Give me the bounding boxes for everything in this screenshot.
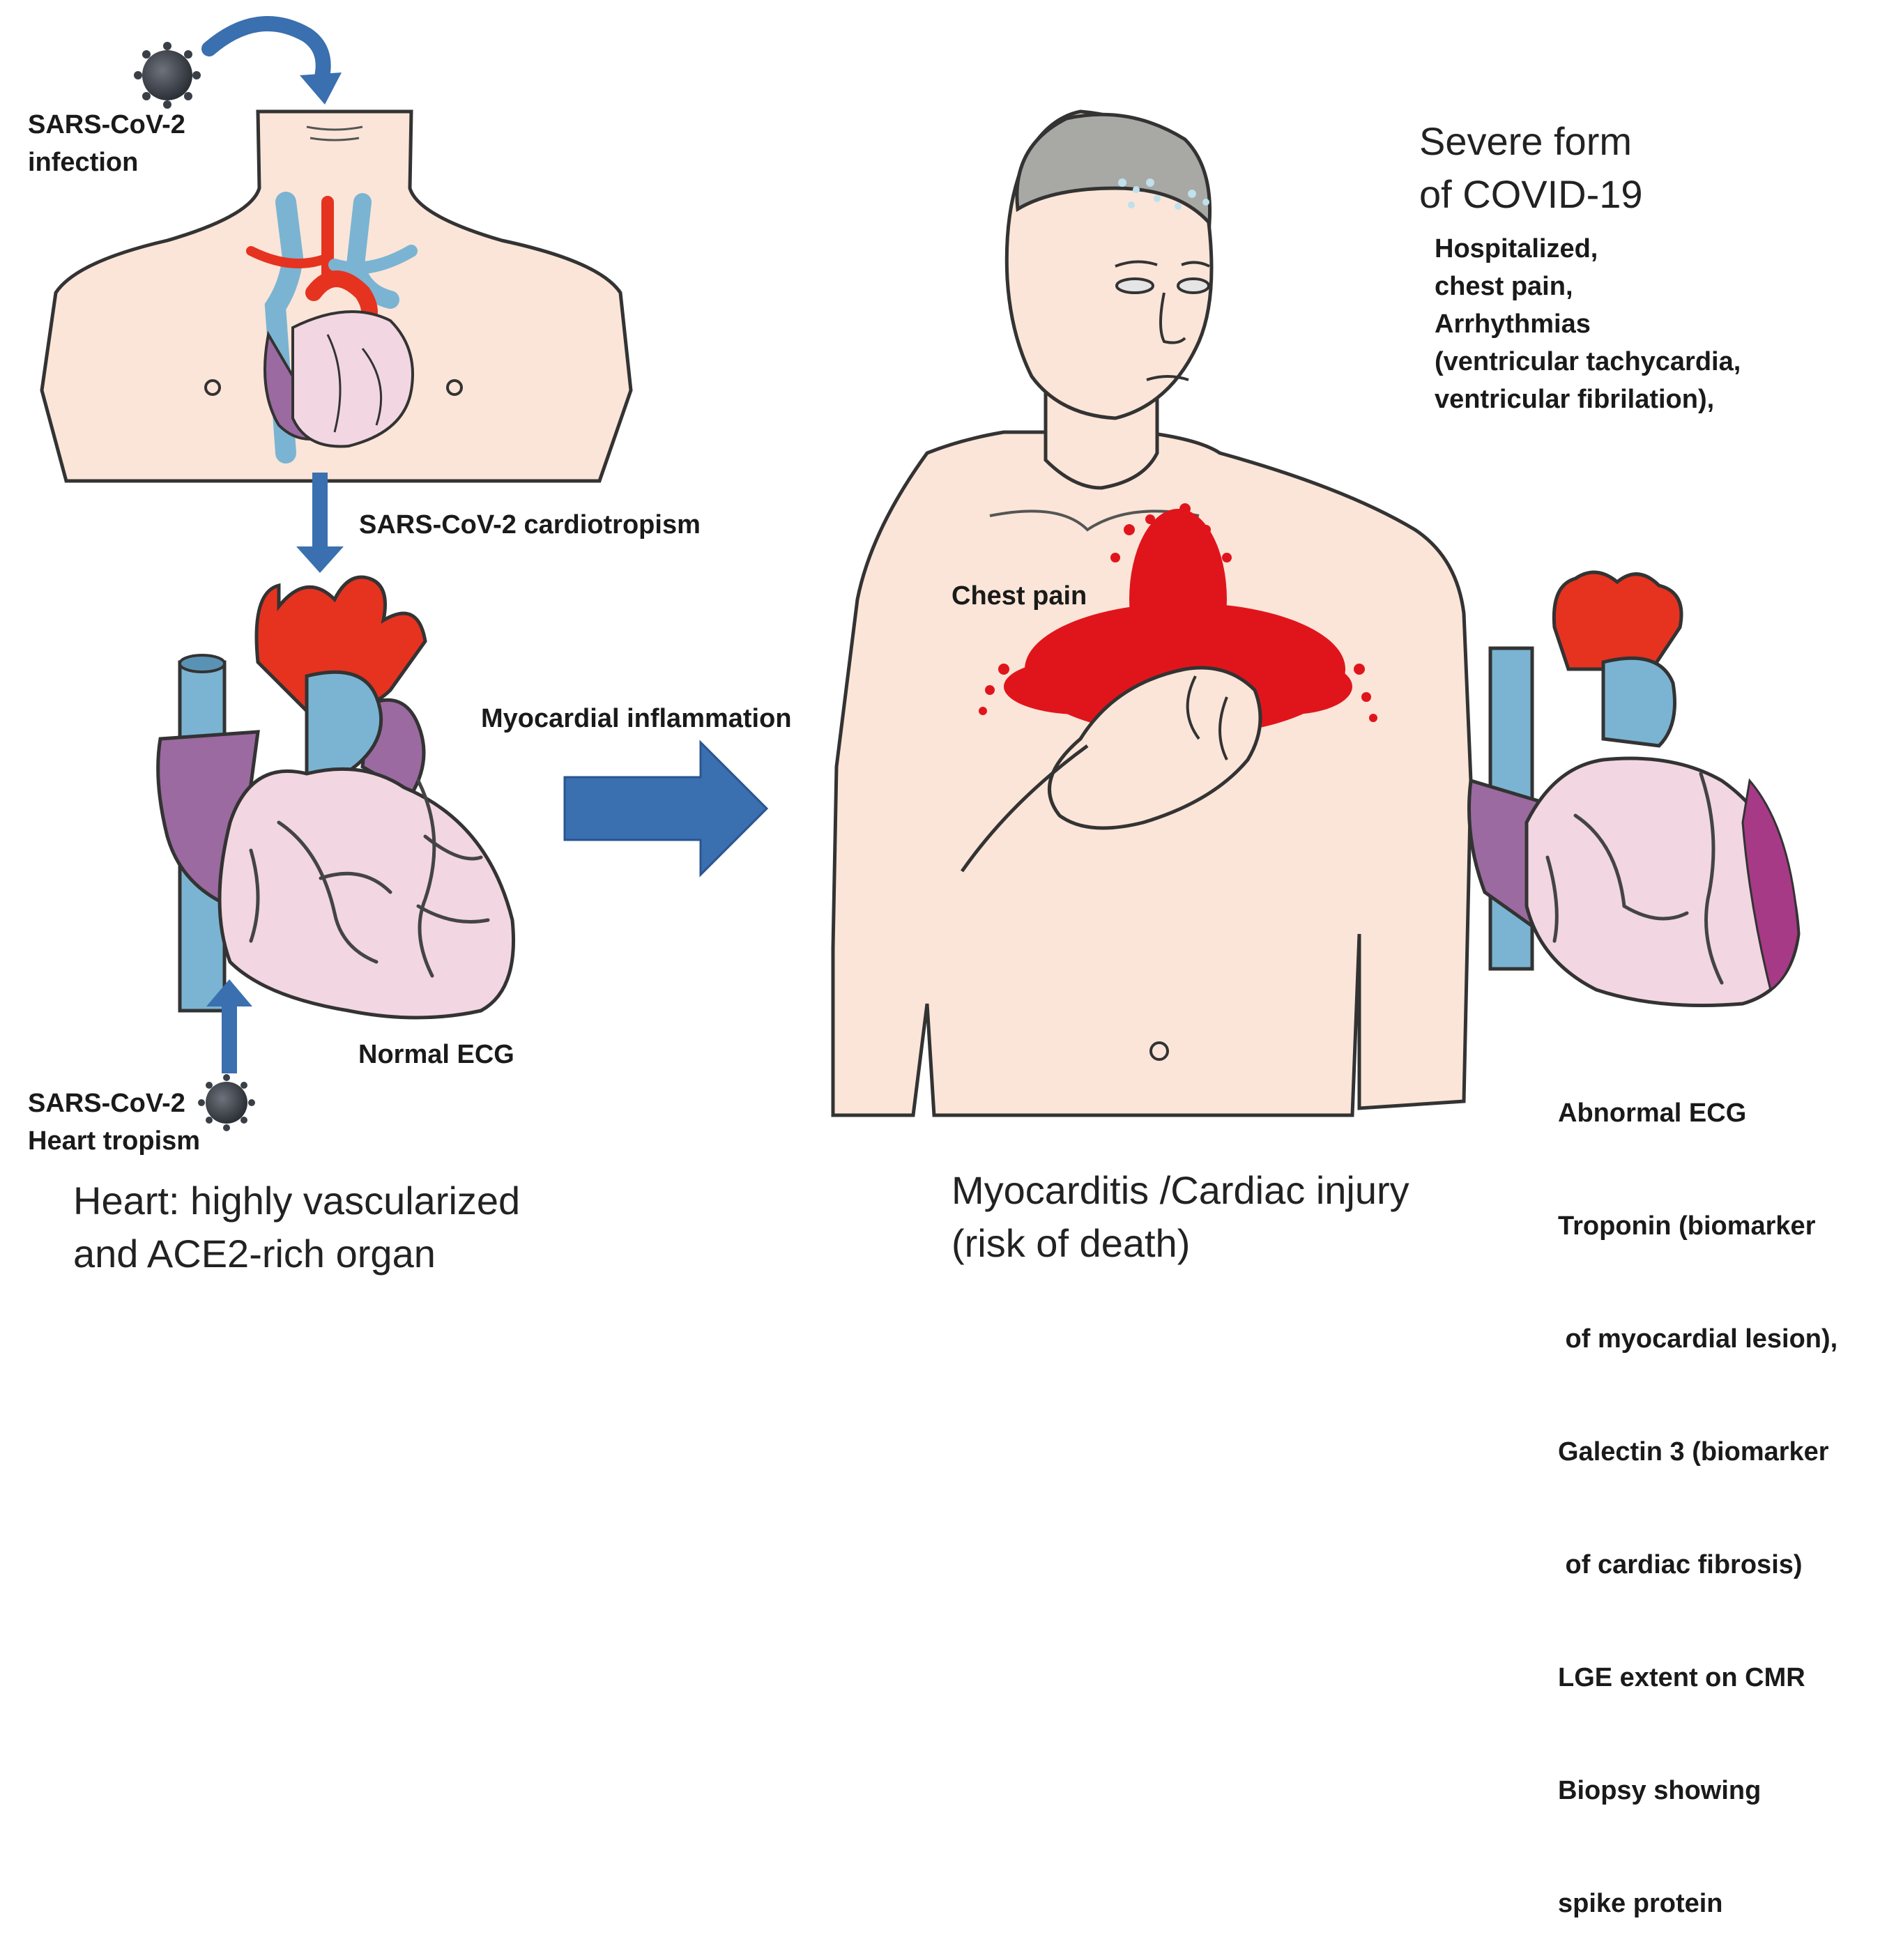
myocarditis-caption: Myocarditis /Cardiac injury (risk of dea… (952, 1164, 1409, 1270)
severe-covid-title: Severe form of COVID-19 (1419, 115, 1643, 221)
inflammation-right-arrow (565, 742, 767, 875)
virus-particle-icon (134, 42, 201, 109)
heart-caption: Heart: highly vascularized and ACE2-rich… (73, 1174, 520, 1280)
patient-with-chest-pain (833, 112, 1471, 1115)
normal-heart-illustration (158, 577, 514, 1018)
figure-canvas: SARS-CoV-2 infection SARS-CoV-2 cardiotr… (0, 0, 1880, 1340)
injured-heart-illustration (1469, 572, 1799, 1005)
symptoms-list: Hospitalized, chest pain, Arrhythmias (v… (1435, 230, 1741, 418)
findings-list: Abnormal ECG Troponin (biomarker of myoc… (1558, 1019, 1837, 1960)
chest-pain-label: Chest pain (952, 577, 1087, 615)
infection-label: SARS-CoV-2 infection (28, 106, 185, 181)
inflammation-label: Myocardial inflammation (481, 700, 792, 737)
heart-tropism-label: SARS-CoV-2 Heart tropism (28, 1085, 200, 1160)
infection-curved-arrow (209, 24, 342, 105)
cardiotropism-label: SARS-CoV-2 cardiotropism (359, 506, 701, 544)
normal-ecg-label: Normal ECG (358, 1036, 514, 1073)
cardiotropism-down-arrow (296, 473, 344, 573)
virus-particle-icon (198, 1074, 255, 1131)
